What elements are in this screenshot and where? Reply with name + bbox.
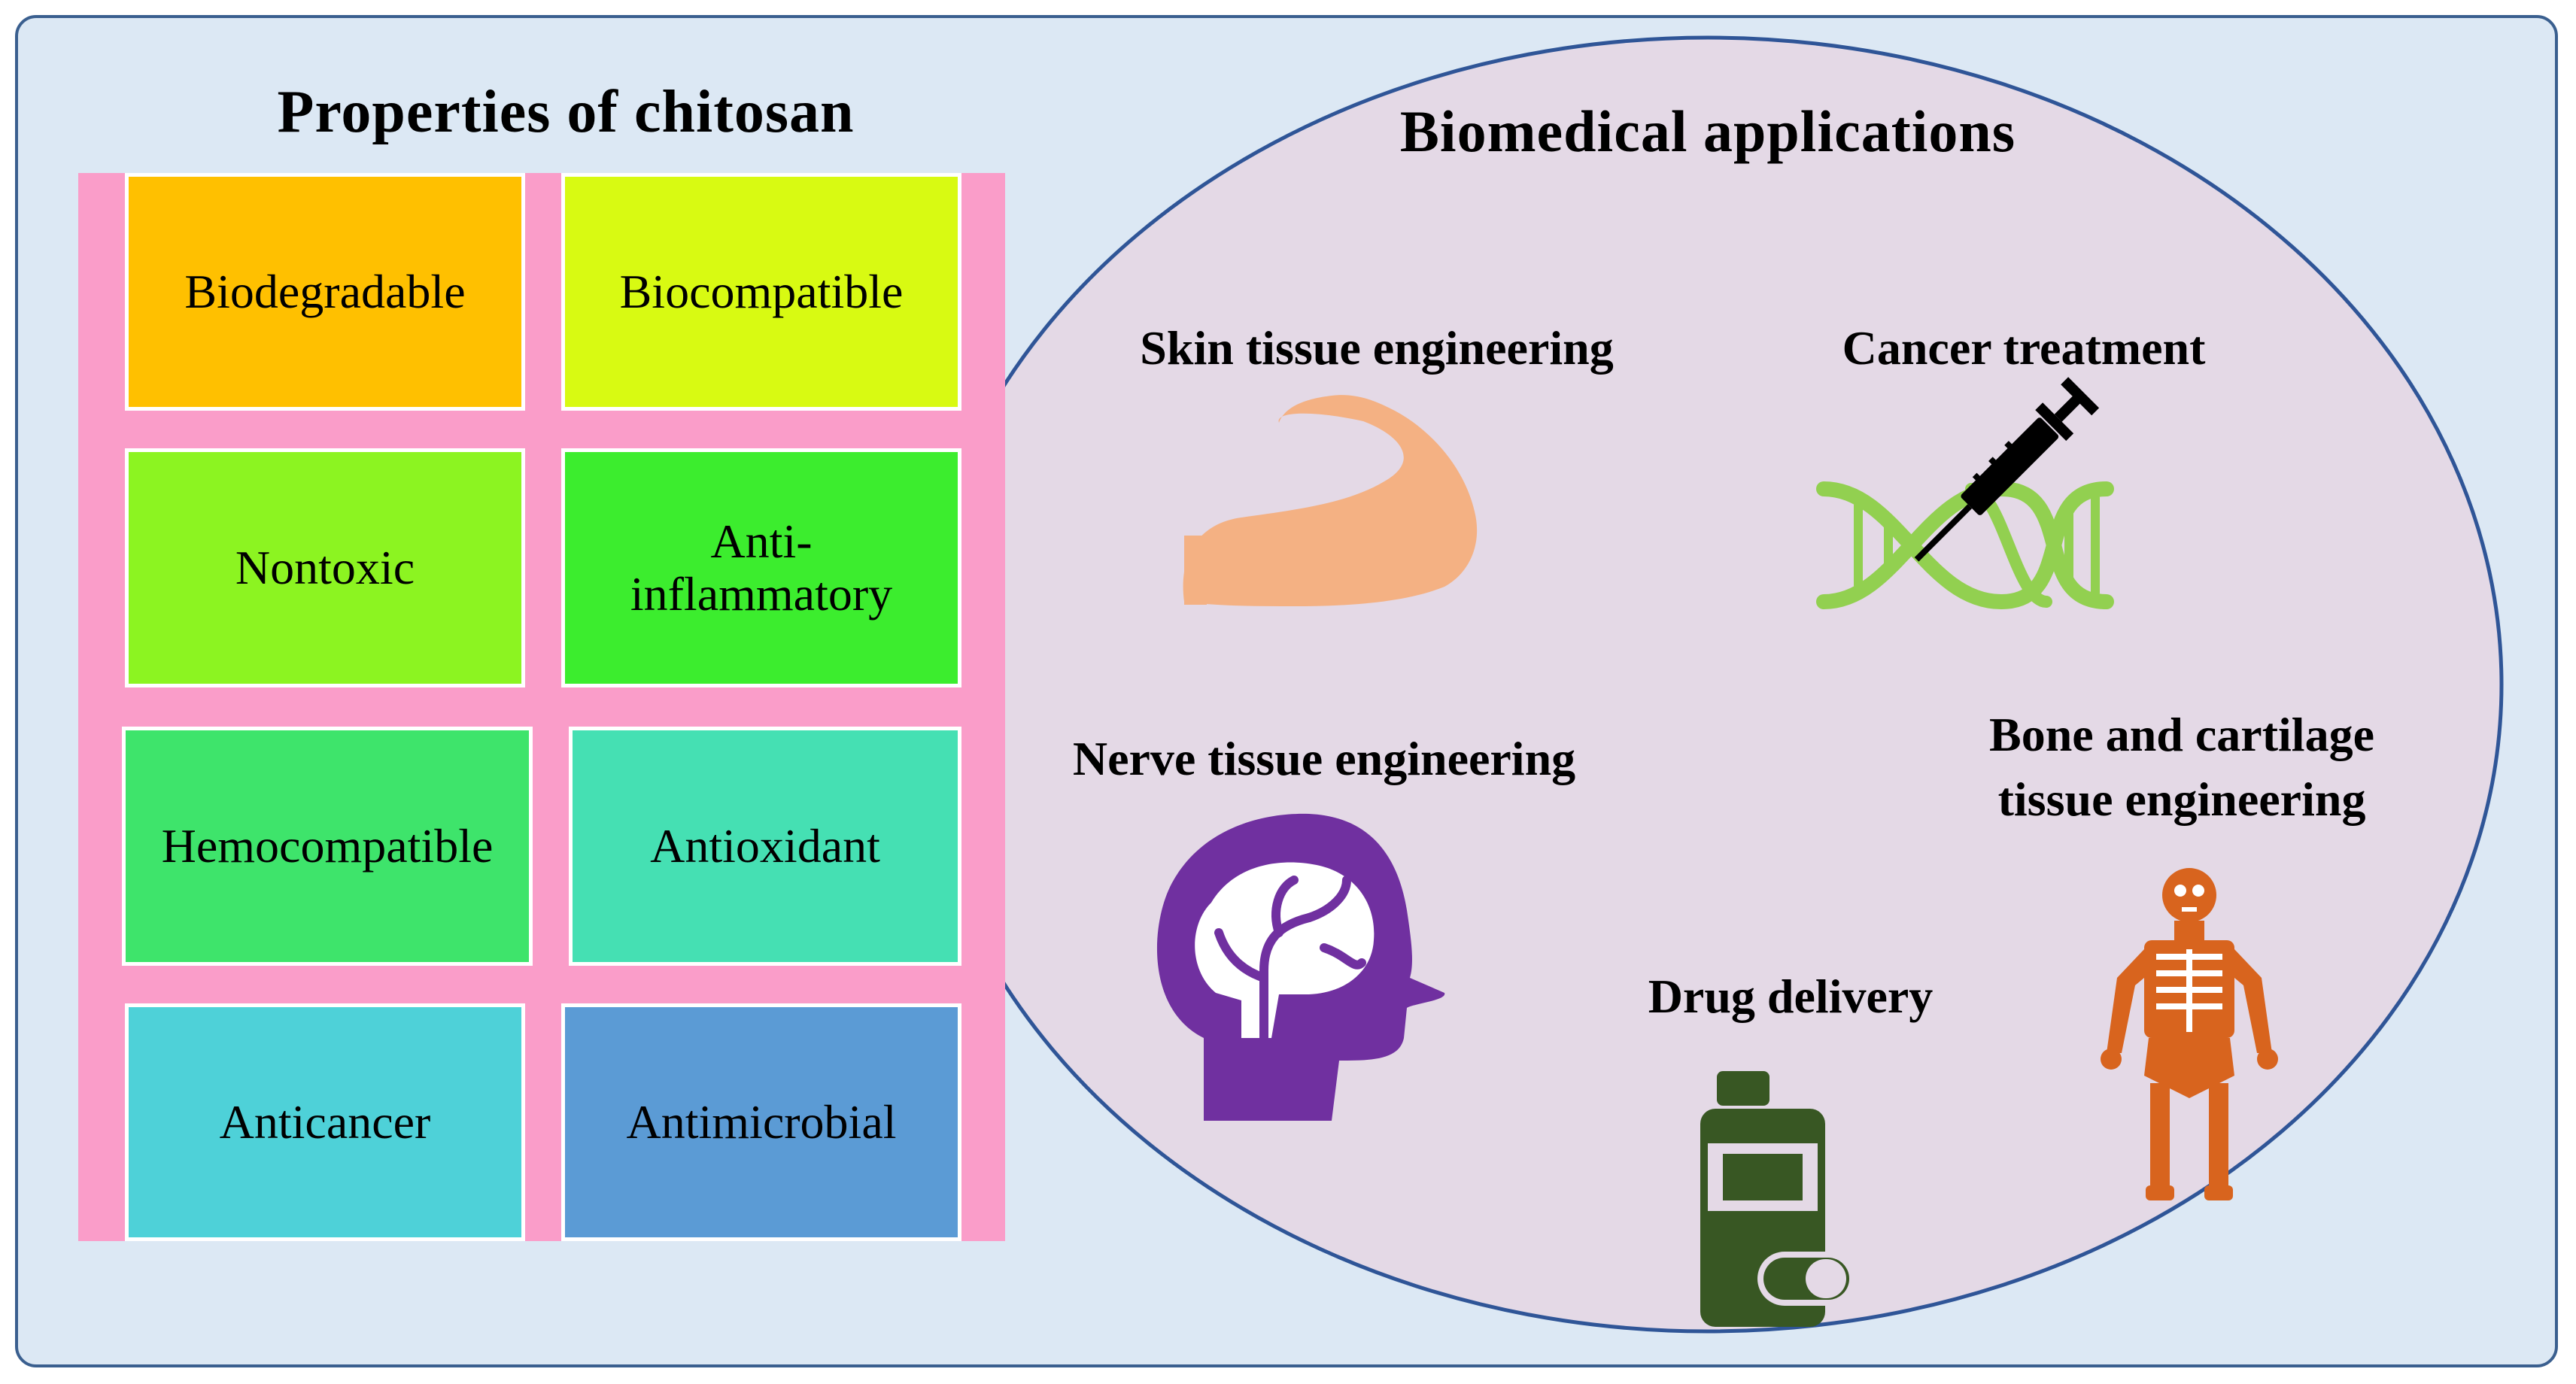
property-cell-anti-inflammatory: Anti- inflammatory: [561, 448, 961, 687]
applications-title: Biomedical applications: [1399, 99, 2016, 164]
skin-tissue-label: Skin tissue engineering: [1140, 321, 1614, 375]
property-cell-antimicrobial: Antimicrobial: [561, 1003, 961, 1241]
cancer-treatment-label: Cancer treatment: [1842, 321, 2206, 375]
flexed-arm-icon: [1183, 395, 1478, 606]
property-cell-biodegradable: Biodegradable: [125, 173, 525, 411]
skeleton-icon: [2101, 868, 2278, 1200]
properties-title: Properties of chitosan: [277, 79, 855, 145]
property-cell-nontoxic: Nontoxic: [125, 448, 525, 687]
bone-cartilage-label: Bone and cartilage tissue engineering: [1989, 708, 2374, 827]
property-cell-biocompatible: Biocompatible: [561, 173, 961, 411]
nerve-tissue-label: Nerve tissue engineering: [1072, 732, 1576, 785]
dna-syringe-icon: [1816, 377, 2114, 610]
pill-bottle-icon: [1700, 1071, 1855, 1327]
property-cell-hemocompatible: Hemocompatible: [122, 727, 533, 966]
brain-head-icon: [1156, 813, 1445, 1121]
drug-delivery-label: Drug delivery: [1648, 970, 1934, 1023]
property-cell-antioxidant: Antioxidant: [569, 727, 961, 966]
property-cell-anticancer: Anticancer: [125, 1003, 525, 1241]
